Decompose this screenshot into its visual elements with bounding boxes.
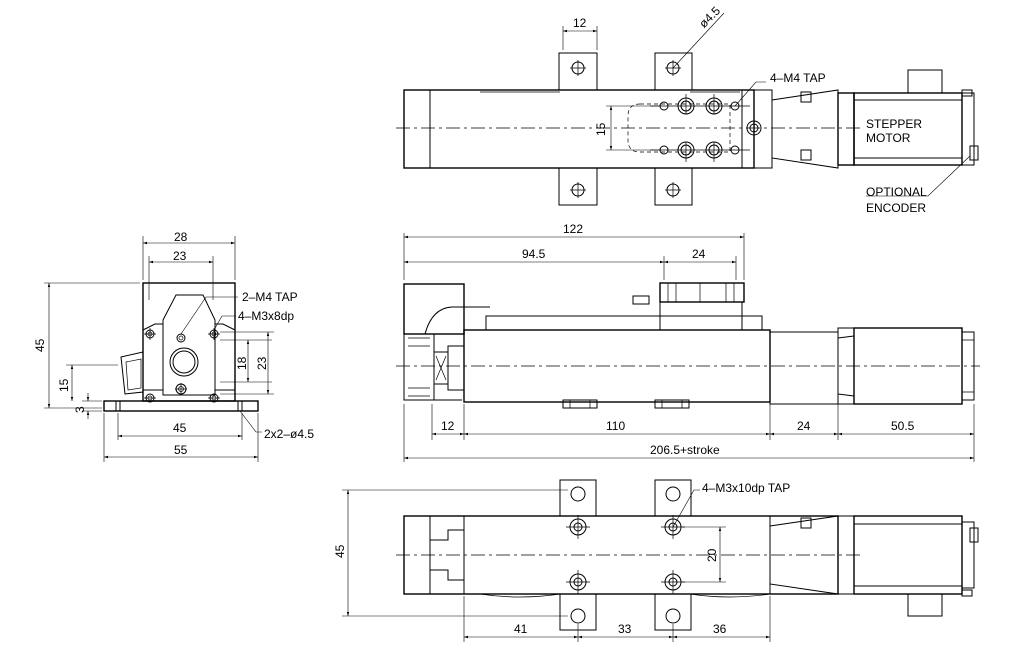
- dim-tab-width: 12: [573, 16, 587, 30]
- tab-holes: [570, 60, 681, 198]
- dim-28: 28: [174, 230, 188, 244]
- bottom-holes: [566, 515, 685, 594]
- dim-23-top: 23: [173, 249, 187, 263]
- dim-20: 20: [705, 548, 719, 562]
- dim-122: 122: [563, 222, 583, 236]
- dim-total: 206.5+stroke: [650, 443, 720, 457]
- label-stepper: STEPPER: [866, 117, 922, 131]
- dim-55: 55: [174, 443, 188, 457]
- dim-tap-spacing: 15: [594, 122, 608, 136]
- dim-hole-dia: ø4.5: [696, 3, 723, 30]
- dim-15: 15: [57, 378, 71, 392]
- bottom-view: 45 20 4–M3x10dp TAP 41 33 36: [333, 479, 979, 642]
- dim-23-right: 23: [255, 356, 269, 370]
- label-encoder: ENCODER: [866, 201, 926, 215]
- dim-12: 12: [441, 419, 455, 433]
- label-2-m4-tap: 2–M4 TAP: [242, 290, 298, 304]
- dim-94-5: 94.5: [522, 247, 546, 261]
- label-2x2-dia: 2x2–ø4.5: [264, 427, 314, 441]
- dim-18: 18: [235, 356, 249, 370]
- dim-3: 3: [73, 406, 87, 413]
- side-pads: [562, 399, 690, 409]
- dim-33: 33: [618, 622, 632, 636]
- dim-24-bottom: 24: [797, 419, 811, 433]
- top-view: 12 ø4.5 15 4–M4 TAP STEPPER MOTOR OPTION…: [396, 3, 979, 215]
- end-view-holes: [144, 328, 220, 403]
- dim-45-height: 45: [33, 338, 47, 352]
- dim-45-bottom: 45: [333, 544, 347, 558]
- label-m3x10dp-tap: 4–M3x10dp TAP: [702, 481, 790, 495]
- dim-45-span: 45: [173, 421, 187, 435]
- side-view: 122 94.5 24 12 110 24 50.5 206.5+stroke: [396, 222, 980, 462]
- end-view: 28 23 45 15 3 18 23 2–M4 TAP 4–M3x8dp 2x…: [33, 230, 314, 462]
- dim-24-top: 24: [692, 247, 706, 261]
- dim-41: 41: [514, 622, 528, 636]
- dim-110: 110: [606, 419, 625, 433]
- label-optional: OPTIONAL: [866, 185, 927, 199]
- dim-50-5: 50.5: [891, 419, 915, 433]
- dim-36: 36: [713, 622, 727, 636]
- label-motor: MOTOR: [866, 131, 911, 145]
- label-4-m3x8dp: 4–M3x8dp: [238, 309, 294, 323]
- label-m4-tap: 4–M4 TAP: [770, 71, 826, 85]
